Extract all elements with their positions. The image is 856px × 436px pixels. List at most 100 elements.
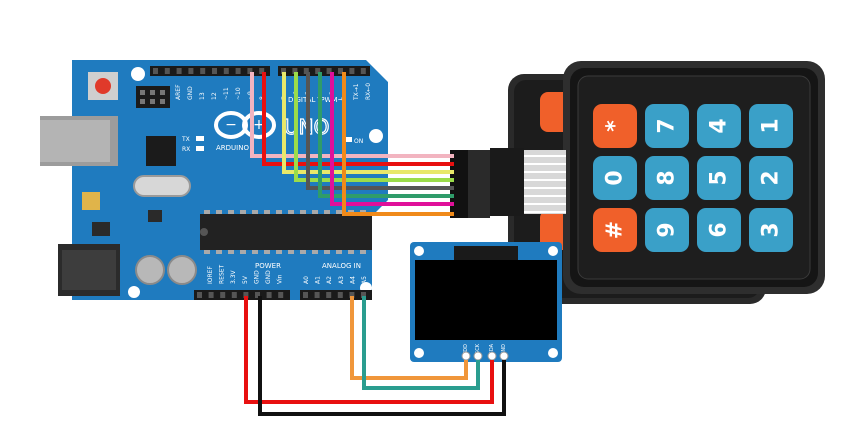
icsp-header <box>136 86 170 108</box>
oled-pin <box>473 351 483 361</box>
wire-pin8 <box>262 72 454 166</box>
keypad-key-label: 1 <box>759 118 784 133</box>
rx-label: RX <box>182 146 190 153</box>
keypad-key-label: 4 <box>707 118 732 133</box>
keypad-key[interactable] <box>697 104 741 148</box>
keypad-key[interactable] <box>749 156 793 200</box>
svg-text:+: + <box>253 117 265 133</box>
wire-scl <box>362 296 480 390</box>
keypad-key[interactable] <box>645 104 689 148</box>
rx-led <box>196 146 204 151</box>
keypad-key-grid: * 7 4 1 0 8 5 2 #9 6 3 <box>593 104 793 252</box>
digital-header-1 <box>150 66 270 76</box>
keypad-key-label: 8 <box>655 170 680 185</box>
keypad-key[interactable] <box>645 156 689 200</box>
pin-label: 12 <box>211 92 218 100</box>
svg-text:−: − <box>225 117 237 133</box>
wire-pin4 <box>318 72 454 198</box>
oled-module: VDD SCK SDA GND <box>410 242 562 362</box>
mounting-hole <box>128 286 140 298</box>
keypad-key-label: 2 <box>759 170 784 185</box>
tx-led <box>196 136 204 141</box>
oled-ribbon <box>454 246 518 260</box>
pin-label: RESET <box>219 264 226 284</box>
pin-label: A0 <box>303 276 310 284</box>
usb-chip <box>146 136 176 166</box>
ribbon-connector <box>490 148 524 216</box>
keypad-key[interactable] <box>697 208 741 252</box>
wires <box>244 72 506 416</box>
smd-component <box>148 210 162 222</box>
header-connector <box>450 150 468 218</box>
pin-label: A3 <box>338 276 345 284</box>
oled-pin-label: VDD <box>463 344 469 355</box>
power-header <box>194 290 290 300</box>
pin-label: GND <box>187 86 194 100</box>
digital-section-label: DIGITAL (PWM~) <box>288 96 346 104</box>
power-section-label: POWER <box>255 262 281 270</box>
pin-label: A4 <box>349 276 356 284</box>
pin-label: 13 <box>199 92 206 100</box>
keypad-key[interactable] <box>749 208 793 252</box>
oled-pin-label: SCK <box>475 343 481 354</box>
keypad-key-label: * <box>603 120 628 132</box>
wire-pin3 <box>330 72 454 206</box>
wire-pin9 <box>250 72 454 158</box>
pin-label: AREF <box>175 84 182 100</box>
oled-pin <box>461 351 471 361</box>
regulator <box>82 192 100 210</box>
atmega-chip <box>200 214 372 250</box>
pin-label: 5V <box>242 275 249 284</box>
wire-gnd <box>258 296 506 416</box>
pin-label: TX→1 <box>353 83 360 101</box>
oled-screen <box>415 260 557 340</box>
keypad-key[interactable] <box>645 208 689 252</box>
pin-label: RX←0 <box>365 83 372 100</box>
pin-label: GND <box>265 270 272 284</box>
keypad-key[interactable] <box>749 104 793 148</box>
keypad-key[interactable] <box>697 156 741 200</box>
keypad-key[interactable] <box>593 156 637 200</box>
oled-pin <box>487 351 497 361</box>
analog-header <box>300 290 372 300</box>
capacitor <box>135 255 165 285</box>
keypad-key-label: # <box>603 221 628 239</box>
keypad-key[interactable] <box>593 104 637 148</box>
wire-pin5 <box>306 72 454 190</box>
pin-label: A2 <box>326 276 333 284</box>
keypad: * 7 4 1 0 8 5 2 #9 6 3 <box>508 61 825 304</box>
mounting-hole <box>369 129 383 143</box>
wire-pin2 <box>342 72 454 216</box>
keypad-key-label: 0 <box>603 170 628 185</box>
on-led <box>344 137 352 142</box>
mounting-hole <box>414 348 424 358</box>
oled-pin-label: GND <box>501 344 507 356</box>
wire-5v <box>244 296 494 404</box>
wire-pin7 <box>282 72 454 174</box>
crystal <box>133 175 191 197</box>
pin-label: A1 <box>315 276 322 284</box>
wire-pin6 <box>294 72 454 182</box>
mounting-hole <box>548 348 558 358</box>
oled-pin <box>499 351 509 361</box>
tx-label: TX <box>181 136 190 143</box>
keypad-key[interactable] <box>593 208 637 252</box>
oled-pin-label: SDA <box>489 343 495 354</box>
keypad-key-label: 5 <box>707 170 732 185</box>
keypad-key-label: 3 <box>759 222 784 237</box>
pin-label: A5 <box>361 276 368 284</box>
mounting-hole <box>548 246 558 256</box>
capacitor <box>167 255 197 285</box>
digital-header-2 <box>278 66 370 76</box>
on-label: ON <box>354 138 363 145</box>
keypad-key-label: 7 <box>655 118 680 133</box>
pin-label: ~10 <box>235 87 242 100</box>
keypad-key-label: 9 <box>655 222 680 237</box>
smd-component <box>92 222 110 236</box>
pin-label: ~11 <box>223 87 230 100</box>
brand-label: ARDUINO <box>216 144 249 152</box>
keypad-key-label: 6 <box>707 222 732 237</box>
mounting-hole <box>414 246 424 256</box>
analog-section-label: ANALOG IN <box>322 262 361 270</box>
mounting-hole <box>131 67 145 81</box>
